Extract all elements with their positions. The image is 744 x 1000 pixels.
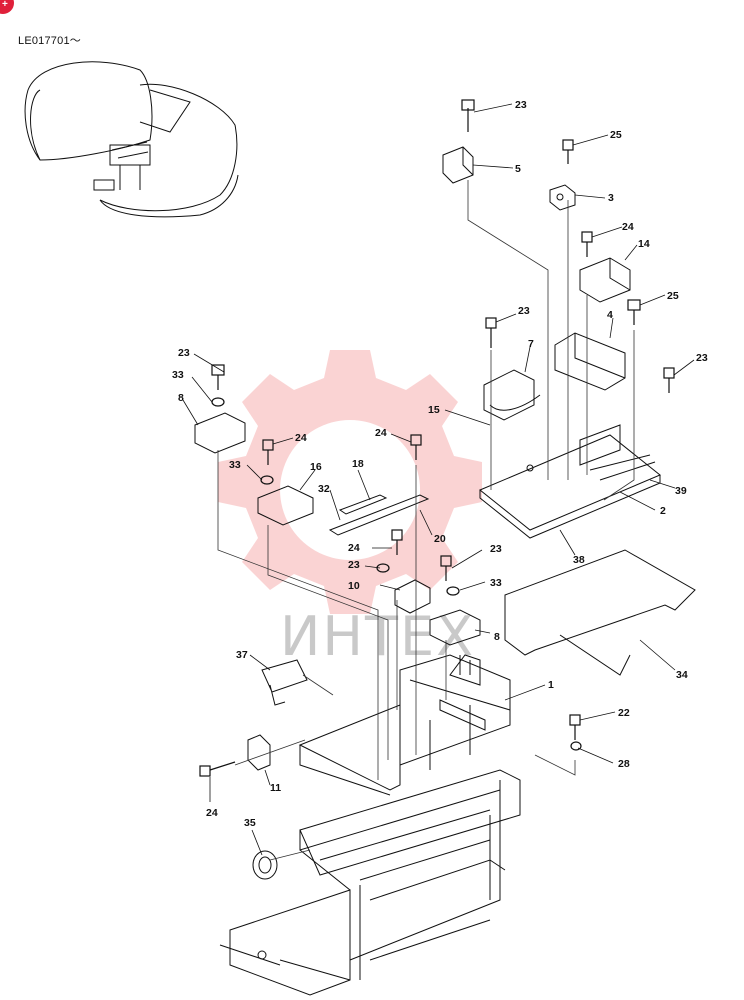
- callout-33: 33: [490, 577, 502, 589]
- bracket-11: [247, 734, 271, 771]
- bracket-3: [549, 184, 576, 211]
- callout-24: 24: [206, 807, 218, 819]
- clip-10: [394, 579, 431, 614]
- grommet-35: [252, 850, 278, 880]
- callout-2: 2: [660, 505, 666, 517]
- main-bracket: [298, 654, 511, 796]
- corner-badge: +: [0, 0, 14, 14]
- mounting-plate: [479, 424, 661, 539]
- callout-35: 35: [244, 817, 256, 829]
- cover-37: [261, 659, 308, 706]
- rail-18: [328, 494, 430, 536]
- callout-5: 5: [515, 163, 521, 175]
- callout-33: 33: [229, 459, 241, 471]
- callout-14: 14: [638, 238, 650, 250]
- cover-plate: [504, 549, 696, 676]
- callout-24: 24: [375, 427, 387, 439]
- module-4: [554, 332, 626, 391]
- callout-20: 20: [434, 533, 446, 545]
- callout-23: 23: [348, 559, 360, 571]
- callout-39: 39: [675, 485, 687, 497]
- callout-23: 23: [178, 347, 190, 359]
- callout-8: 8: [494, 631, 500, 643]
- callout-33: 33: [172, 369, 184, 381]
- callout-11: 11: [270, 782, 281, 794]
- cab-thumbnail: [24, 61, 239, 218]
- relay-5: [442, 146, 474, 184]
- callout-24: 24: [348, 542, 360, 554]
- callout-4: 4: [607, 309, 613, 321]
- callout-1: 1: [548, 679, 554, 691]
- relay-8a: [194, 412, 246, 454]
- relay-8b: [429, 609, 481, 646]
- callout-10: 10: [348, 580, 360, 592]
- callout-37: 37: [236, 649, 248, 661]
- callout-25: 25: [610, 129, 622, 141]
- callout-38: 38: [573, 554, 585, 566]
- callout-24: 24: [295, 432, 307, 444]
- callout-16: 16: [310, 461, 322, 473]
- callout-32: 32: [318, 483, 330, 495]
- callout-23: 23: [696, 352, 708, 364]
- callout-labels: 23 25 5 3 24 14 25 23 7 4 23 23 33 8 15 …: [172, 99, 708, 829]
- relay-7: [483, 369, 541, 421]
- callout-23: 23: [490, 543, 502, 555]
- callout-34: 34: [676, 669, 688, 681]
- callout-25: 25: [667, 290, 679, 302]
- callout-23: 23: [515, 99, 527, 111]
- callout-28: 28: [618, 758, 630, 770]
- callout-23: 23: [518, 305, 530, 317]
- callout-24: 24: [622, 221, 634, 233]
- callout-3: 3: [608, 192, 614, 204]
- serial-number-label: LE017701～: [18, 35, 81, 47]
- callout-22: 22: [618, 707, 630, 719]
- callout-15: 15: [428, 404, 440, 416]
- callout-7: 7: [528, 338, 534, 350]
- lower-frame: [219, 769, 521, 996]
- callout-8: 8: [178, 392, 184, 404]
- relay-16: [257, 485, 314, 526]
- watermark-gear-icon: [218, 350, 482, 614]
- callout-18: 18: [352, 458, 364, 470]
- box-14: [579, 257, 631, 303]
